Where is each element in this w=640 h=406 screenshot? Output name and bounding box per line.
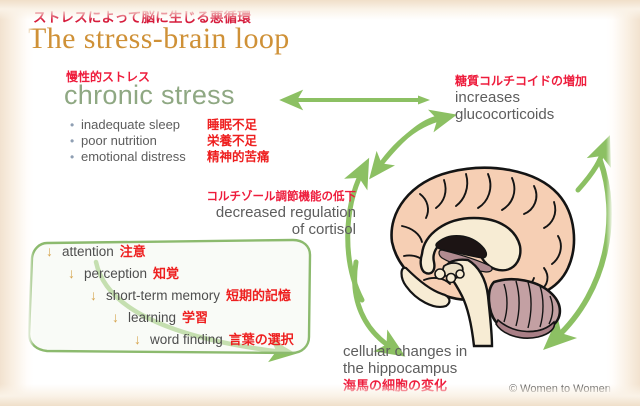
deficit-box-outline [27, 238, 312, 355]
arrow-glucocorticoids-to-stress [279, 89, 430, 111]
sagittal-brain-cross-section-illustration [390, 166, 576, 348]
arrow-loop-left-down [352, 259, 406, 357]
arrow-loop-right-down [543, 157, 612, 350]
arrow-loop-right-up [575, 135, 611, 193]
arrow-loop-top-right [375, 109, 458, 171]
